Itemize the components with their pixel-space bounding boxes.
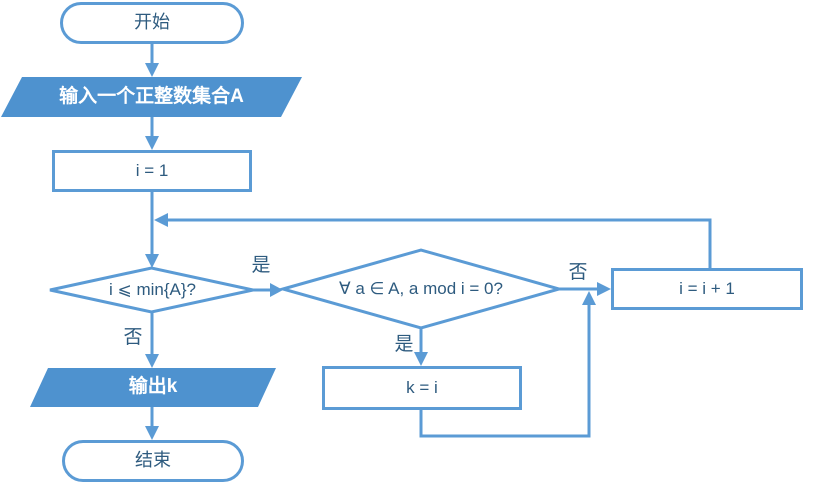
node-condition-mod: ∀ a ∈ A, a mod i = 0? (299, 278, 543, 300)
node-output-io: 输出k (30, 368, 276, 407)
edge-label-condmod-yes: 是 (394, 334, 414, 355)
node-assign-process: k = i (322, 366, 522, 410)
node-condition-mod-label: ∀ a ∈ A, a mod i = 0? (339, 278, 503, 298)
node-input-label: 输入一个正整数集合A (59, 85, 244, 107)
node-end-label: 结束 (135, 450, 171, 471)
node-init-process: i = 1 (52, 150, 252, 192)
edge-assign-loop-to-inc (419, 305, 591, 438)
arrowhead-up-assignloop (582, 291, 596, 305)
node-condition-min-label: i ⩽ min{A}? (108, 279, 196, 299)
arrowhead-left-loopback (154, 213, 168, 227)
arrowhead-down-init (145, 136, 159, 150)
arrowhead-right-condmod (270, 283, 283, 297)
node-end-terminator: 结束 (62, 440, 244, 482)
node-increment-process: i = i + 1 (611, 268, 803, 310)
edge-label-condmin-yes: 是 (251, 255, 271, 276)
edge-label-condmin-no: 否 (123, 327, 143, 348)
edge-loopback-inc-to-main (168, 218, 712, 268)
arrowhead-down-end (145, 426, 159, 440)
node-input-io: 输入一个正整数集合A (1, 77, 302, 117)
arrowhead-down-output (145, 354, 159, 368)
node-start-terminator: 开始 (60, 2, 244, 44)
edge-label-condmod-no: 否 (568, 262, 588, 283)
node-output-label: 输出k (128, 376, 178, 398)
node-start-label: 开始 (134, 12, 170, 33)
node-increment-label: i = i + 1 (679, 278, 735, 298)
node-assign-label: k = i (406, 377, 438, 397)
arrowhead-right-inc (597, 282, 611, 296)
node-condition-min: i ⩽ min{A}? (60, 279, 245, 301)
arrowhead-down-condmin (145, 254, 159, 268)
arrowhead-down-assign (414, 352, 428, 366)
node-init-label: i = 1 (135, 160, 169, 180)
arrowhead-down-input (145, 63, 159, 77)
